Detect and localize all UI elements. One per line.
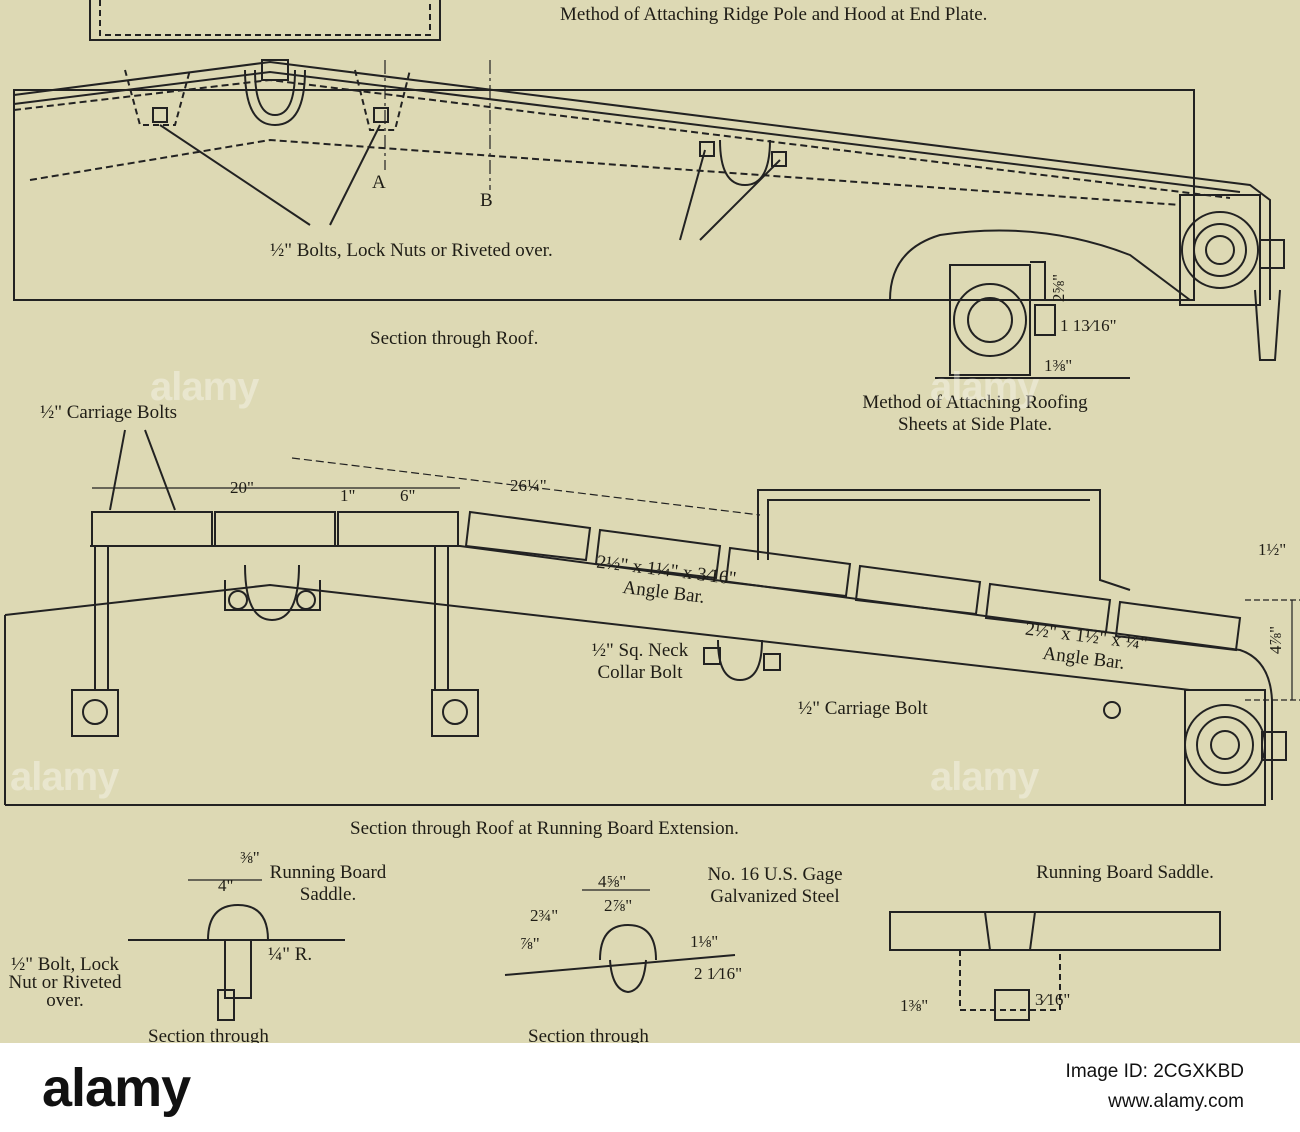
watermark: alamy bbox=[930, 365, 1039, 409]
dim-4-5-8: 4⅝" bbox=[598, 872, 627, 891]
label-a: A bbox=[372, 172, 386, 193]
dim-4: 4" bbox=[218, 876, 234, 895]
dim-7-8: ⅞" bbox=[520, 934, 540, 953]
caption-side-plate: Method of Attaching Roofing Sheets at Si… bbox=[862, 392, 1088, 435]
label-running-board-saddle-1: Running Board Saddle. bbox=[269, 862, 387, 905]
watermark: alamy bbox=[930, 755, 1039, 799]
label-carriage-bolts: ½" Carriage Bolts bbox=[40, 402, 178, 423]
image-id: Image ID: 2CGXKBD bbox=[1065, 1061, 1244, 1082]
dim-1-1-8: 1⅛" bbox=[690, 932, 719, 951]
end-detail-board bbox=[889, 911, 1221, 951]
label-carriage-bolt: ½" Carriage Bolt bbox=[798, 698, 928, 719]
hand-rail bbox=[757, 489, 1131, 591]
label-b: B bbox=[480, 190, 493, 211]
dim-20: 20" bbox=[230, 478, 254, 497]
label-galvanized-steel: No. 16 U.S. Gage Galvanized Steel bbox=[707, 864, 843, 907]
footer-bar: alamy Image ID: 2CGXKBD www.alamy.com bbox=[0, 1043, 1300, 1132]
technical-drawing bbox=[4, 0, 1300, 1021]
car-roof-profile bbox=[4, 583, 1191, 691]
ridge-saddle bbox=[244, 69, 306, 127]
footer-info: Image ID: 2CGXKBD www.alamy.com bbox=[1066, 1057, 1244, 1117]
dim-3-8: ⅜" bbox=[240, 848, 260, 867]
label-radius: ¼" R. bbox=[268, 944, 313, 965]
dim-1-1-2: 1½" bbox=[1258, 540, 1287, 559]
watermark: alamy bbox=[150, 365, 259, 409]
dim-26: 26¼" bbox=[510, 476, 547, 495]
caption-section-through-1: Section through bbox=[148, 1026, 269, 1047]
caption-section-through-2: Section through bbox=[528, 1026, 649, 1047]
watermark: alamy bbox=[10, 755, 119, 799]
dim-6: 6" bbox=[400, 486, 416, 505]
caption-running-board-extension: Section through Roof at Running Board Ex… bbox=[350, 818, 739, 839]
dim-2-7-8: 2⅞" bbox=[604, 896, 633, 915]
caption-section-roof: Section through Roof. bbox=[370, 328, 539, 349]
dim-1-3-8: 1⅜" bbox=[900, 996, 929, 1015]
side-plate-detail-timber bbox=[949, 264, 1031, 376]
label-bolts-lock-nuts: ½" Bolts, Lock Nuts or Riveted over. bbox=[270, 240, 553, 261]
dim-1-13-16: 1 13⁄16" bbox=[1060, 316, 1117, 335]
label-sq-neck-collar-bolt: ½" Sq. Neck Collar Bolt bbox=[591, 640, 689, 683]
dim-3-16: 3⁄16" bbox=[1035, 990, 1071, 1009]
dim-2-5-8: 2⅝" bbox=[1049, 273, 1069, 303]
label-bolt-lock-nut: ½" Bolt, Lock Nut or Riveted over. bbox=[8, 954, 122, 1011]
dim-1: 1" bbox=[340, 486, 356, 505]
caption-ridge-pole: Method of Attaching Ridge Pole and Hood … bbox=[560, 4, 988, 25]
dim-1-3-8-side: 1⅜" bbox=[1044, 356, 1073, 375]
label-running-board-saddle-2: Running Board Saddle. bbox=[1036, 862, 1214, 883]
footer-url: www.alamy.com bbox=[1108, 1091, 1244, 1112]
dim-4-7-8: 4⅞" bbox=[1266, 625, 1286, 655]
alamy-logo: alamy bbox=[42, 1057, 191, 1118]
dim-2-3-4: 2¾" bbox=[530, 906, 559, 925]
dim-2-1-16: 2 1⁄16" bbox=[694, 964, 743, 983]
roof-sheet-top bbox=[13, 60, 1271, 300]
